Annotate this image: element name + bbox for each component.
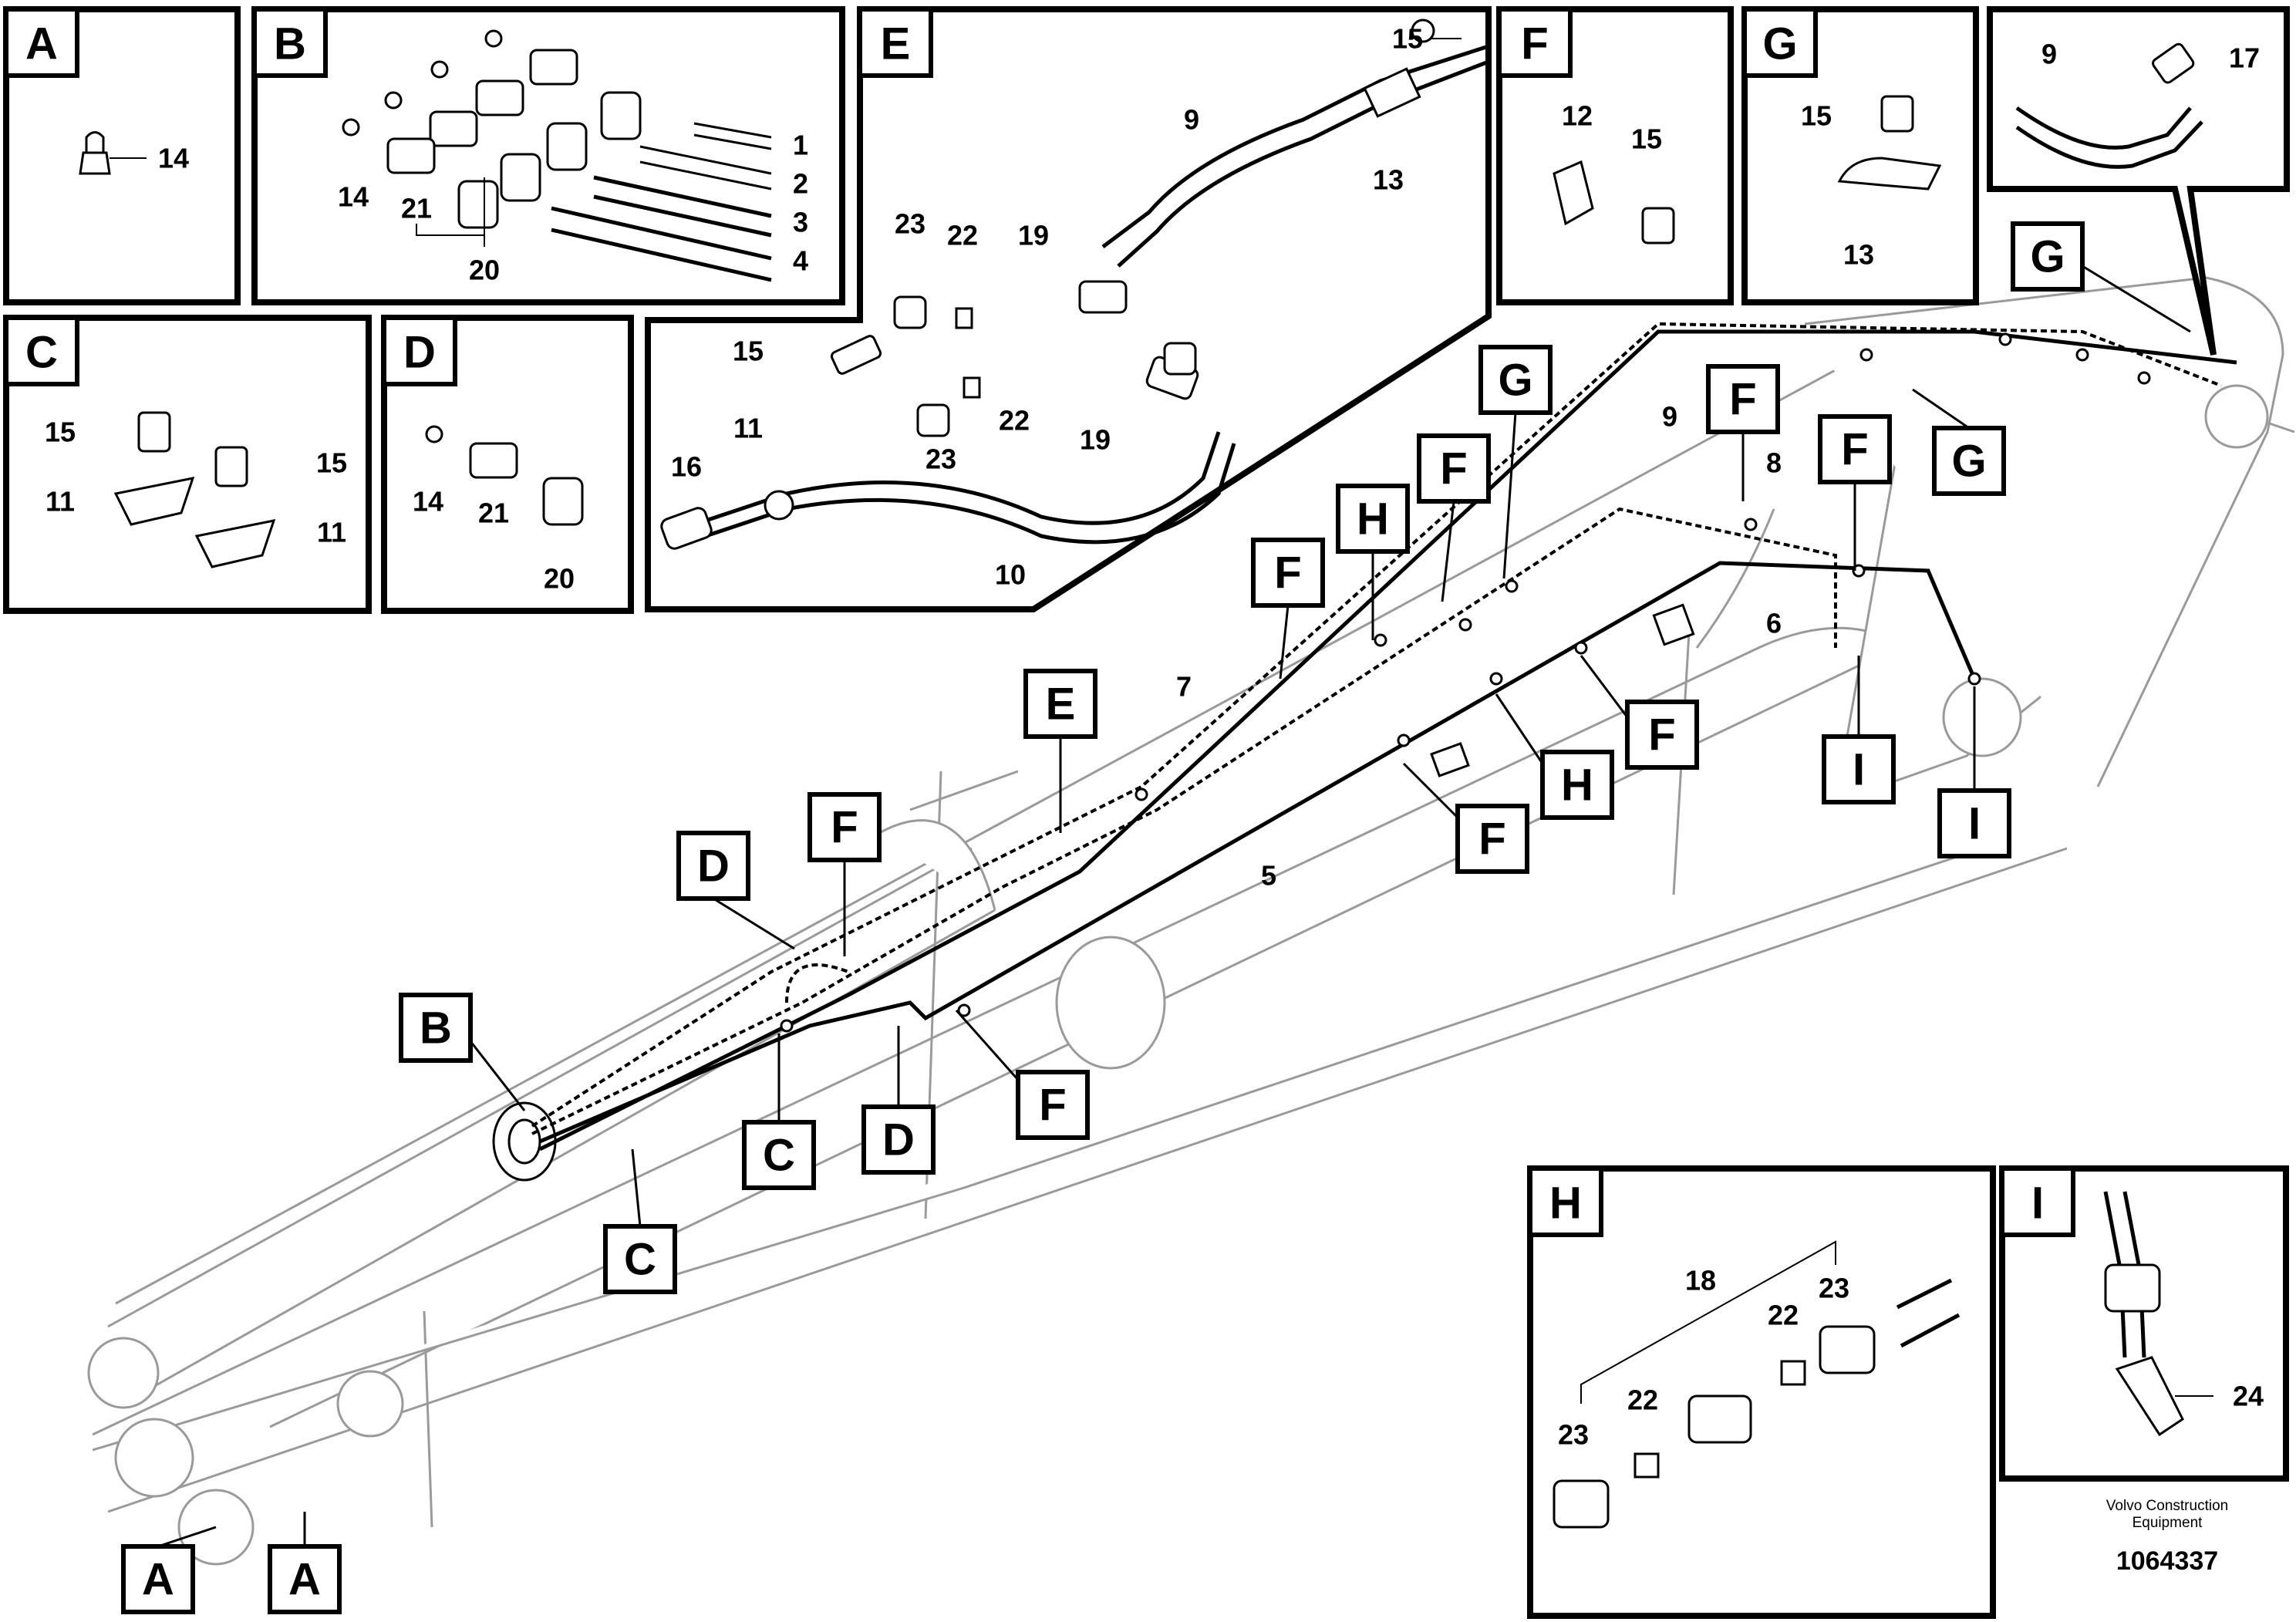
document-number: 1064337 bbox=[2116, 1546, 2218, 1576]
detail-letter-h: H bbox=[1549, 1179, 1582, 1229]
part-number: 15 bbox=[733, 336, 764, 367]
part-number: 20 bbox=[469, 255, 500, 286]
callout-letter: D bbox=[882, 1115, 915, 1165]
callout-letter: A bbox=[288, 1555, 321, 1605]
part-number: 9 bbox=[1184, 104, 1199, 136]
part-number: 14 bbox=[413, 486, 443, 518]
callout-letter: C bbox=[624, 1235, 656, 1285]
part-number: 15 bbox=[316, 447, 347, 479]
footer-caption-line1: Volvo Construction bbox=[2106, 1498, 2228, 1514]
grease-nipple-icon bbox=[79, 131, 111, 175]
callout-letter: C bbox=[763, 1131, 795, 1181]
callout-letter: F bbox=[1440, 444, 1467, 494]
part-number: 2 bbox=[793, 168, 808, 200]
line-number: 9 bbox=[1662, 401, 1677, 433]
part-number: 15 bbox=[45, 416, 76, 448]
hose-segments-icon bbox=[551, 122, 772, 282]
callout-letter: E bbox=[1046, 679, 1076, 730]
part-number: 16 bbox=[671, 451, 702, 483]
part-number: 11 bbox=[317, 517, 346, 548]
detail-view-c: C 15 15 11 11 bbox=[3, 315, 372, 614]
line-number: 5 bbox=[1261, 860, 1276, 892]
callout-letter: H bbox=[1357, 494, 1389, 545]
part-number: 3 bbox=[793, 207, 808, 238]
detail-view-b: B 1 2 3 4 14 21 20 bbox=[251, 6, 845, 305]
detail-view-f: F 12 15 bbox=[1496, 6, 1734, 305]
part-number: 15 bbox=[1801, 100, 1832, 132]
line-numbers: 9 8 6 7 5 bbox=[1176, 401, 1782, 892]
detail-letter-e: E bbox=[881, 19, 911, 69]
detail-letter-f: F bbox=[1521, 19, 1548, 69]
callout-letter: F bbox=[1478, 814, 1505, 865]
part-number: 1 bbox=[793, 130, 808, 161]
part-number: 22 bbox=[1768, 1300, 1799, 1331]
part-number: 15 bbox=[1631, 123, 1662, 155]
part-number: 11 bbox=[733, 413, 763, 444]
callout-letter: F bbox=[1039, 1081, 1066, 1131]
part-number: 21 bbox=[401, 193, 432, 224]
part-number: 11 bbox=[46, 486, 75, 518]
detail-letter-b: B bbox=[274, 19, 306, 69]
part-number: 14 bbox=[338, 181, 369, 213]
line-number: 7 bbox=[1176, 671, 1192, 703]
footer: Volvo Construction Equipment 1064337 bbox=[2106, 1498, 2228, 1576]
part-number: 21 bbox=[478, 497, 509, 529]
part-number: 20 bbox=[544, 563, 575, 595]
part-number: 12 bbox=[1562, 100, 1593, 132]
line-number: 8 bbox=[1766, 447, 1782, 479]
detail-view-i: I 24 bbox=[1999, 1165, 2289, 1482]
callout-letter: I bbox=[1853, 745, 1865, 795]
part-number: 13 bbox=[1373, 164, 1404, 196]
part-number: 23 bbox=[925, 443, 956, 475]
part-number: 23 bbox=[1819, 1273, 1849, 1304]
detail-view-e: E 15 9 13 23 22 19 11 22 23 19 16 10 15 bbox=[645, 6, 1492, 612]
callout-letter: F bbox=[1648, 710, 1675, 760]
callout-letter: F bbox=[1729, 375, 1756, 425]
part-number: 23 bbox=[895, 208, 925, 240]
callout-letter: D bbox=[697, 841, 730, 892]
part-number: 19 bbox=[1018, 220, 1049, 251]
part-number: 14 bbox=[158, 143, 189, 174]
callout-letter: H bbox=[1561, 760, 1593, 811]
callout-letter: A bbox=[142, 1555, 174, 1605]
detail-letter-c: C bbox=[25, 328, 58, 378]
detail-letter-d: D bbox=[403, 328, 436, 378]
part-number: 23 bbox=[1558, 1419, 1589, 1451]
part-number: 24 bbox=[2233, 1381, 2264, 1412]
part-number: 18 bbox=[1685, 1265, 1716, 1297]
callout-letter: F bbox=[1841, 425, 1868, 475]
part-number: 22 bbox=[1627, 1384, 1658, 1416]
part-number: 9 bbox=[2041, 39, 2057, 70]
part-number: 10 bbox=[995, 559, 1026, 591]
detail-letter-g: G bbox=[1762, 19, 1797, 69]
detail-view-g: G 15 13 bbox=[1741, 6, 1979, 305]
part-number: 15 bbox=[1392, 23, 1423, 55]
part-number: 22 bbox=[947, 220, 978, 251]
detail-letter-a: A bbox=[25, 19, 58, 69]
part-number: 19 bbox=[1080, 424, 1111, 456]
callout-letter: G bbox=[1498, 356, 1532, 406]
main-callouts: G G F F G F H F E F D B C C D F F H F I bbox=[121, 221, 2085, 1614]
detail-letter-i: I bbox=[2031, 1179, 2044, 1229]
footer-caption-line2: Equipment bbox=[2132, 1515, 2203, 1531]
part-number: 4 bbox=[793, 245, 808, 277]
callout-letter: G bbox=[1951, 437, 1986, 487]
fittings-group-icon bbox=[342, 29, 642, 229]
detail-view-top-right: 9 17 bbox=[1987, 6, 2290, 356]
callout-leaders bbox=[157, 265, 2191, 1548]
line-number: 6 bbox=[1766, 608, 1782, 639]
callout-letter: F bbox=[831, 803, 858, 853]
callout-letter: I bbox=[1968, 799, 1981, 849]
callout-letter: F bbox=[1274, 548, 1301, 599]
callout-letter: B bbox=[420, 1003, 452, 1054]
callout-letter: G bbox=[2030, 232, 2065, 282]
part-number: 13 bbox=[1843, 239, 1874, 271]
part-number: 17 bbox=[2229, 42, 2260, 74]
detail-view-h: H 18 22 23 23 22 bbox=[1527, 1165, 1996, 1619]
part-number: 22 bbox=[999, 405, 1030, 437]
detail-view-d: D 14 21 20 bbox=[381, 315, 634, 614]
detail-view-a: A 14 bbox=[3, 6, 241, 305]
